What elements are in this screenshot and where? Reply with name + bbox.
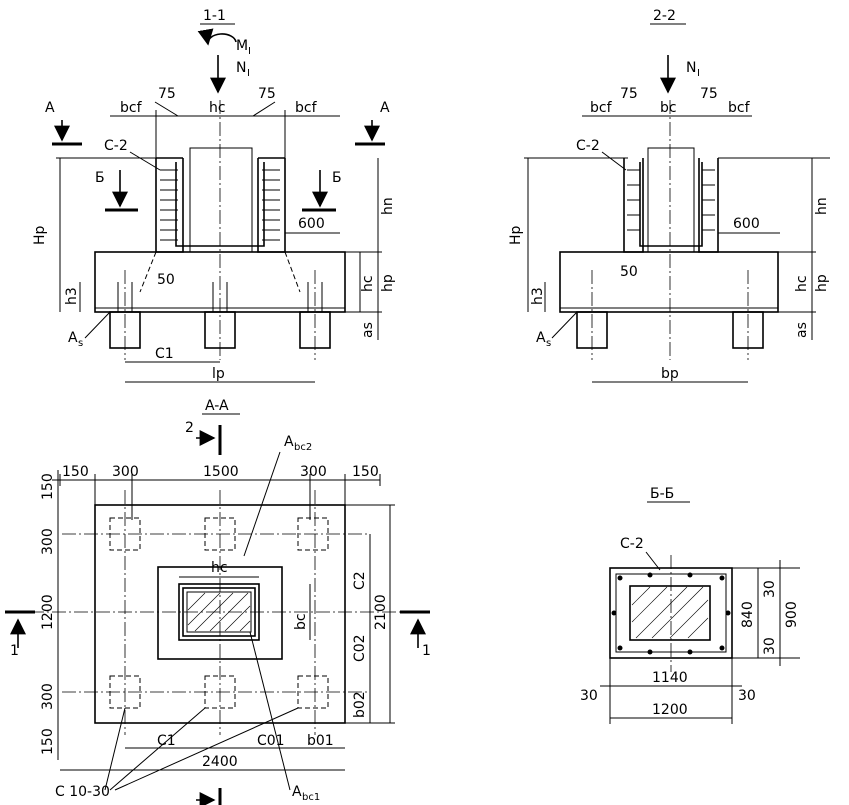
svg-text:2100: 2100 <box>373 594 389 630</box>
svg-text:as: as <box>360 322 376 338</box>
svg-text:75: 75 <box>700 86 718 102</box>
cut-b-left: Б <box>95 170 105 186</box>
svg-text:75: 75 <box>158 86 176 102</box>
svg-text:C02: C02 <box>352 634 368 662</box>
svg-text:I: I <box>248 46 251 57</box>
svg-text:b02: b02 <box>352 691 368 718</box>
moment-arrow-icon <box>197 28 237 46</box>
svg-text:bcf: bcf <box>590 100 613 116</box>
section-2-2-title: 2-2 <box>653 8 676 24</box>
cut-a-right: A <box>380 100 390 116</box>
svg-text:2: 2 <box>185 420 194 436</box>
moment-label: M <box>236 38 248 54</box>
svg-text:A: A <box>536 330 546 346</box>
svg-text:b01: b01 <box>307 733 334 749</box>
svg-text:Hp: Hp <box>32 225 48 245</box>
cut-a-left: A <box>45 100 55 116</box>
svg-text:600: 600 <box>733 216 760 232</box>
svg-text:1: 1 <box>10 643 19 659</box>
svg-text:300: 300 <box>40 528 56 555</box>
svg-text:C1: C1 <box>155 346 174 362</box>
svg-text:300: 300 <box>112 464 139 480</box>
svg-text:h3: h3 <box>64 287 80 305</box>
section-b-b-title: Б-Б <box>650 486 674 502</box>
svg-text:hc: hc <box>794 275 810 292</box>
svg-text:bcf: bcf <box>120 100 143 116</box>
svg-text:C01: C01 <box>257 733 285 749</box>
svg-text:75: 75 <box>620 86 638 102</box>
svg-text:N: N <box>686 60 696 76</box>
svg-text:bc: bc <box>293 613 309 630</box>
svg-text:C-2: C-2 <box>620 536 644 552</box>
cut-b-right: Б <box>332 170 342 186</box>
svg-text:bcf: bcf <box>295 100 318 116</box>
svg-text:I: I <box>247 68 250 79</box>
svg-text:hc: hc <box>209 100 226 116</box>
svg-text:A: A <box>284 434 294 450</box>
plan-a-a-title: A-A <box>205 398 229 414</box>
svg-text:30: 30 <box>580 688 598 704</box>
svg-text:840: 840 <box>740 601 756 628</box>
svg-text:hp: hp <box>380 274 396 292</box>
svg-text:1140: 1140 <box>652 670 688 686</box>
svg-text:I: I <box>697 68 700 79</box>
svg-text:1200: 1200 <box>652 702 688 718</box>
svg-text:bc1: bc1 <box>302 792 320 803</box>
svg-text:C2: C2 <box>352 571 368 590</box>
svg-text:50: 50 <box>620 264 638 280</box>
mesh-c2-label: C-2 <box>104 138 128 154</box>
svg-text:150: 150 <box>40 728 56 755</box>
svg-text:bc2: bc2 <box>294 442 312 453</box>
svg-text:30: 30 <box>738 688 756 704</box>
section-1-1-title: 1-1 <box>203 8 226 24</box>
section-b-b: Б-Б C-2 30 840 30 900 <box>580 486 800 724</box>
svg-text:300: 300 <box>40 683 56 710</box>
svg-text:30: 30 <box>762 580 778 598</box>
svg-text:hc: hc <box>211 560 228 576</box>
svg-text:hn: hn <box>380 197 396 215</box>
svg-text:900: 900 <box>784 601 800 628</box>
svg-text:150: 150 <box>62 464 89 480</box>
svg-text:50: 50 <box>157 272 175 288</box>
svg-text:hn: hn <box>814 197 830 215</box>
svg-text:150: 150 <box>40 473 56 500</box>
svg-text:as: as <box>794 322 810 338</box>
svg-text:bcf: bcf <box>728 100 751 116</box>
svg-text:2400: 2400 <box>202 754 238 770</box>
svg-text:300: 300 <box>300 464 327 480</box>
svg-text:1: 1 <box>422 643 431 659</box>
svg-text:s: s <box>78 338 83 349</box>
svg-text:A: A <box>292 784 302 800</box>
svg-text:600: 600 <box>298 216 325 232</box>
svg-text:bc: bc <box>660 100 677 116</box>
force-label: N <box>236 60 246 76</box>
svg-text:C-2: C-2 <box>576 138 600 154</box>
svg-text:h3: h3 <box>530 287 546 305</box>
svg-text:bp: bp <box>661 366 679 382</box>
svg-text:lp: lp <box>212 366 225 382</box>
svg-text:hc: hc <box>360 275 376 292</box>
piles-label: C 10-30 <box>55 784 110 800</box>
section-2-2: 2-2 N I bcf 75 bc 75 bcf C-2 600 <box>508 8 830 383</box>
svg-text:A: A <box>68 330 78 346</box>
plan-a-a: A-A 2 A bc2 150 300 1500 300 150 150 300… <box>5 398 431 805</box>
svg-text:150: 150 <box>352 464 379 480</box>
svg-text:1500: 1500 <box>203 464 239 480</box>
svg-text:75: 75 <box>258 86 276 102</box>
svg-text:hp: hp <box>814 274 830 292</box>
svg-text:30: 30 <box>762 637 778 655</box>
section-1-1: 1-1 M I N I A A Б Б bcf 75 hc 75 bcf <box>32 8 396 383</box>
svg-text:Hp: Hp <box>508 225 524 245</box>
svg-text:s: s <box>546 338 551 349</box>
